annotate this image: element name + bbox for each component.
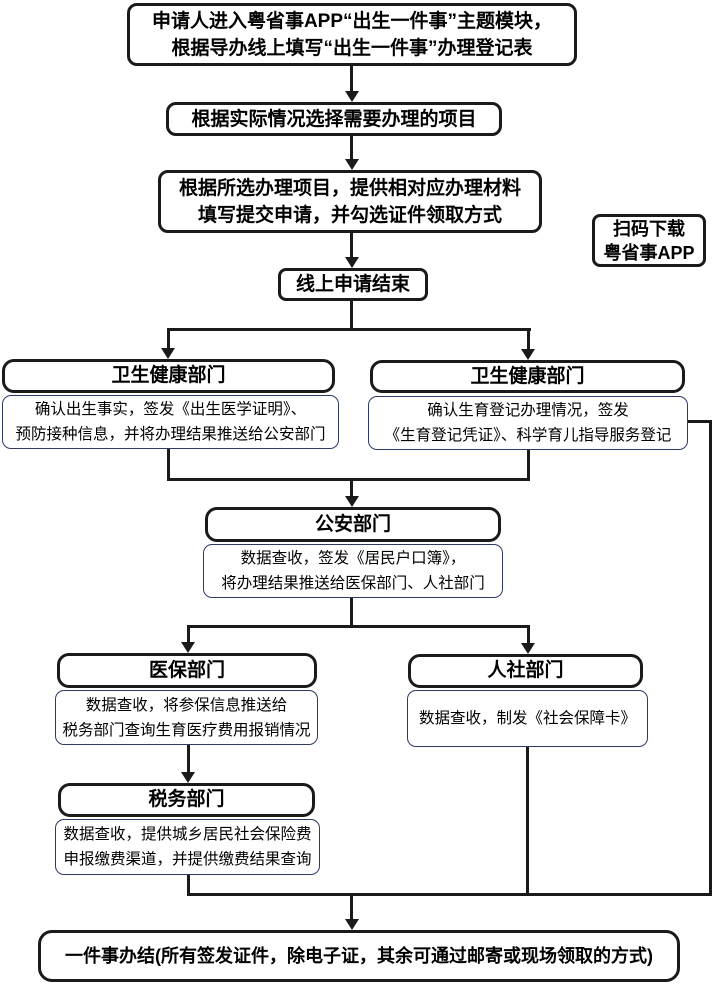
connector-select-materials	[350, 136, 353, 160]
dept-police-header: 公安部门	[205, 507, 501, 542]
arrow-down-icon	[181, 642, 195, 653]
materials-box: 根据所选办理项目，提供相对应办理材料 填写提交申请，并勾选证件领取方式	[158, 170, 542, 233]
dept-social-title: 人社部门	[487, 660, 564, 681]
health-fertility-desc-line-1: 确认生育登记办理情况，签发	[427, 402, 629, 419]
start-line-2: 根据导办线上填写“出生一件事”办理登记表	[171, 37, 533, 59]
arrow-down-icon	[521, 643, 535, 654]
qr-note-line-1: 扫码下载	[613, 218, 685, 239]
dept-health-fertility-title: 卫生健康部门	[470, 365, 585, 387]
connector-police-stub	[350, 598, 353, 628]
connector-tax-collector	[187, 875, 190, 895]
dept-health-birth-title: 卫生健康部门	[111, 365, 226, 386]
connector-to-medical	[187, 628, 190, 643]
final-result-box: 一件事办结(所有签发证件，除电子证，其余可通过邮寄或现场领取的方式)	[38, 930, 680, 982]
tax-desc-line-1: 数据查收，提供城乡居民社会保险费	[63, 826, 312, 843]
connector-onlineend-stub	[350, 301, 353, 331]
arrow-down-icon	[181, 772, 195, 783]
connector-social-collector	[526, 747, 529, 895]
arrow-down-icon	[345, 159, 359, 170]
connector-split-bar-bottom	[187, 625, 530, 628]
connector-to-health-birth	[167, 331, 170, 349]
dept-social-desc: 数据查收，制发《社会保障卡》	[407, 690, 648, 747]
dept-medical-desc: 数据查收，将参保信息推送给 税务部门查询生育医疗费用报销情况	[55, 690, 318, 745]
arrow-down-icon	[345, 257, 359, 268]
connector-start-select	[350, 66, 353, 92]
police-desc-line-2: 将办理结果推送给医保部门、人社部门	[221, 575, 485, 592]
arrow-down-icon	[345, 496, 359, 507]
connector-merge-police	[350, 481, 353, 497]
dept-tax-header: 税务部门	[58, 783, 315, 817]
connector-healthfertility-rail	[688, 420, 711, 423]
connector-to-social	[527, 628, 530, 644]
dept-tax-title: 税务部门	[148, 789, 225, 810]
arrow-down-icon	[521, 349, 535, 360]
connector-merge-bar	[167, 478, 530, 481]
connector-to-health-fertility	[527, 331, 530, 350]
qr-download-note: 扫码下载 粤省事APP	[592, 214, 706, 267]
connector-healthfertility-merge	[527, 450, 530, 481]
health-birth-desc-line-2: 预防接种信息，并将办理结果推送给公安部门	[15, 426, 326, 443]
online-end-box: 线上申请结束	[278, 268, 428, 301]
online-end-text: 线上申请结束	[295, 273, 410, 295]
dept-health-birth-header: 卫生健康部门	[2, 359, 335, 393]
materials-line-1: 根据所选办理项目，提供相对应办理材料	[178, 177, 521, 199]
dept-medical-title: 医保部门	[148, 659, 225, 681]
arrow-down-icon	[161, 348, 175, 359]
start-line-1: 申请人进入粤省事APP“出生一件事”主题模块，	[151, 10, 553, 32]
connector-materials-onlineend	[350, 233, 353, 258]
qr-note-line-2: 粤省事APP	[603, 242, 695, 263]
tax-desc-line-2: 申报缴费渠道，并提供缴费结果查询	[63, 851, 312, 868]
health-fertility-desc-line-2: 《生育登记凭证》、科学育儿指导服务登记	[384, 427, 672, 444]
final-result-text: 一件事办结(所有签发证件，除电子证，其余可通过邮寄或现场领取的方式)	[65, 946, 653, 966]
connector-collector-final	[350, 896, 353, 920]
materials-line-2: 填写提交申请，并勾选证件领取方式	[197, 204, 502, 226]
connector-right-rail	[709, 420, 712, 896]
connector-medical-tax	[187, 744, 190, 773]
dept-police-title: 公安部门	[314, 513, 391, 535]
arrow-down-icon	[345, 91, 359, 102]
police-desc-line-1: 数据查收，签发《居民户口簿》，	[240, 550, 466, 567]
medical-desc-line-2: 税务部门查询生育医疗费用报销情况	[62, 721, 311, 739]
connector-collector-bar	[187, 893, 712, 896]
dept-tax-desc: 数据查收，提供城乡居民社会保险费 申报缴费渠道，并提供缴费结果查询	[55, 819, 320, 875]
dept-social-header: 人社部门	[408, 654, 643, 688]
start-box: 申请人进入粤省事APP“出生一件事”主题模块， 根据导办线上填写“出生一件事”办…	[127, 3, 577, 66]
social-desc-line-1: 数据查收，制发《社会保障卡》	[418, 710, 636, 727]
dept-police-desc: 数据查收，签发《居民户口簿》， 将办理结果推送给医保部门、人社部门	[203, 544, 503, 598]
dept-health-birth-desc: 确认出生事实，签发《出生医学证明》、 预防接种信息，并将办理结果推送给公安部门	[2, 395, 339, 449]
dept-medical-header: 医保部门	[57, 653, 317, 688]
connector-split-bar-top	[167, 328, 531, 331]
dept-health-fertility-desc: 确认生育登记办理情况，签发 《生育登记凭证》、科学育儿指导服务登记	[368, 396, 688, 450]
medical-desc-line-1: 数据查收，将参保信息推送给	[85, 696, 288, 714]
connector-healthbirth-merge	[167, 449, 170, 481]
dept-health-fertility-header: 卫生健康部门	[370, 360, 685, 393]
select-project-box: 根据实际情况选择需要办理的项目	[166, 102, 502, 136]
health-birth-desc-line-1: 确认出生事实，签发《出生医学证明》、	[34, 401, 307, 418]
select-project-text: 根据实际情况选择需要办理的项目	[191, 108, 477, 130]
arrow-down-icon	[345, 919, 359, 930]
